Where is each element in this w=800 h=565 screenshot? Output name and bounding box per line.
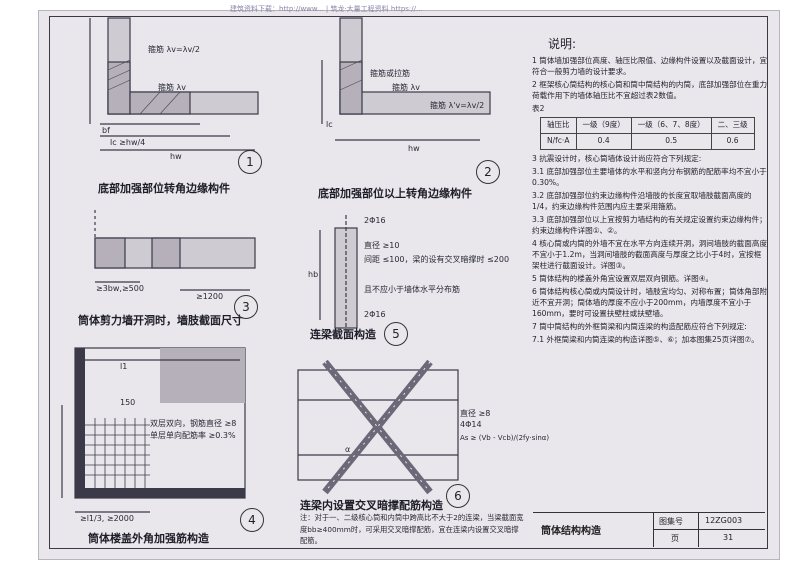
fig3-caption: 筒体剪力墙开洞时，墙肢截面尺寸 bbox=[78, 314, 243, 327]
note-item: 3 抗震设计时，核心筒墙体设计尚应符合下列规定: bbox=[532, 154, 702, 164]
fig2-number: 2 bbox=[476, 160, 500, 184]
fig2-label-stirrup: 箍筋 λv bbox=[392, 83, 421, 92]
fig4-label-l1b: ≥l1/3, ≥2000 bbox=[80, 514, 134, 523]
drawing-frame bbox=[49, 16, 768, 549]
fig2-caption: 底部加强部位以上转角边缘构件 bbox=[318, 187, 472, 200]
page-number: 31 bbox=[723, 533, 734, 542]
note-item: 3.1 底部加强部位主要墙体的水平和竖向分布钢筋的配筋率均不宜小于0.30%。 bbox=[532, 167, 767, 188]
fig5-number: 5 bbox=[384, 322, 408, 346]
fig6-label-c: As ≥ (Vb - Vcb)/(2fy·sinα) bbox=[460, 434, 550, 442]
fig4-label-l1: l1 bbox=[120, 362, 128, 371]
notes-title: 说明: bbox=[548, 37, 577, 51]
fig2-edge-zone bbox=[339, 61, 363, 115]
fig2-label-hw: hw bbox=[408, 144, 420, 153]
fig5-caption: 连梁截面构造 bbox=[310, 328, 376, 341]
note-item: 1 筒体墙加强部位高度、轴压比限值、边缘构件设置以及截面设计，宜符合一般剪力墙的… bbox=[532, 56, 768, 77]
note-table-label: 表2 bbox=[532, 104, 545, 114]
fig1-label-ag: 箍筋 λv=λv/2 bbox=[148, 45, 200, 54]
note-item: 7 筒中筒结构的外框筒梁和内筒连梁的构造配筋应符合下列规定: bbox=[532, 322, 747, 332]
fig1-edge-zone-h bbox=[129, 91, 191, 115]
fig4-number: 4 bbox=[240, 508, 264, 532]
note-item: 3.3 底部加强部位以上宜按剪力墙结构的有关规定设置约束边缘构件；约束边缘构件详… bbox=[532, 215, 767, 236]
fig2-label-ag: 箍筋 λ'v=λv/2 bbox=[430, 101, 485, 110]
notes-panel: 说明: 1 筒体墙加强部位高度、轴压比限值、边缘构件设置以及截面设计，宜符合一般… bbox=[532, 36, 768, 347]
fig6-label-alpha: α bbox=[345, 445, 351, 454]
table-header: 二、三级 bbox=[710, 117, 755, 135]
table-header: 轴压比 bbox=[540, 117, 577, 135]
fig6-beam bbox=[297, 369, 459, 481]
fig6-caption: 连梁内设置交叉暗撑配筋构造 bbox=[300, 499, 443, 512]
footnote: 注：对于一、二级核心筒和内筒中跨高比不大于2的连梁，当梁截面宽度bb≥400mm… bbox=[300, 513, 524, 546]
fig3-number: 3 bbox=[234, 295, 258, 319]
table-header: 一级（6、7、8度） bbox=[630, 117, 712, 135]
watermark-text: 建筑资料下载：http://www... | 筑龙·大量工程资料 https:/… bbox=[230, 5, 423, 13]
fig4-label-150: 150 bbox=[120, 398, 136, 407]
table-header: 一级（9度） bbox=[575, 117, 632, 135]
fig5-label-a: 2Φ16 bbox=[364, 216, 386, 225]
fig5-label-e: 2Φ16 bbox=[364, 310, 386, 319]
fig5-label-b: 直径 ≥10 bbox=[364, 241, 400, 250]
fig1-label-lc: lc ≥hw/4 bbox=[110, 138, 146, 147]
fig6-number: 6 bbox=[446, 484, 470, 508]
note-item: 4 核心筒或内筒的外墙不宜在水平方向连续开洞，洞间墙肢的截面高度不宜小于1.2m… bbox=[532, 239, 768, 271]
fig2-label-lc: lc bbox=[326, 120, 333, 129]
fig5-label-hb: hb bbox=[308, 270, 319, 279]
table-cell: 0.6 bbox=[710, 133, 755, 151]
table-cell: 0.5 bbox=[630, 133, 712, 151]
fig1-edge-zone bbox=[107, 61, 131, 115]
atlas-number: 12ZG003 bbox=[705, 516, 743, 525]
fig1-caption: 底部加强部位转角边缘构件 bbox=[98, 182, 230, 195]
table-cell: N/fc·A bbox=[540, 133, 577, 151]
fig4-note1: 双层双向，钢筋直径 ≥8 bbox=[150, 419, 237, 428]
note-item: 3.2 底部加强部位约束边缘构件沿墙肢的长度宜取墙肢截面高度的1/4，约束边缘构… bbox=[532, 191, 752, 212]
fig6-label-a: 直径 ≥8 bbox=[460, 409, 491, 418]
fig2-label-tie: 箍筋或拉筋 bbox=[370, 69, 410, 78]
fig1-label-bf: bf bbox=[102, 126, 110, 135]
axial-ratio-table: 轴压比 一级（9度） 一级（6、7、8度） 二、三级 N/fc·A 0.4 0.… bbox=[540, 117, 755, 151]
atlas-label: 图集号 bbox=[659, 517, 683, 526]
fig6-label-b: 4Φ14 bbox=[460, 420, 482, 429]
note-item: 5 筒体结构的楼盖外角宜设置双层双向钢筋。详图④。 bbox=[532, 274, 714, 284]
fig1-label-hw: hw bbox=[170, 152, 182, 161]
fig4-caption: 筒体楼盖外角加强筋构造 bbox=[88, 532, 209, 545]
fig1-number: 1 bbox=[238, 150, 262, 174]
fig1-label-stirrup: 箍筋 λv bbox=[158, 83, 187, 92]
table-cell: 0.4 bbox=[575, 133, 632, 151]
drawing-title: 筒体结构构造 bbox=[541, 526, 601, 537]
fig5-label-c: 间距 ≤100，梁的设有交叉暗撑时 ≤200 bbox=[364, 255, 510, 264]
page-label: 页 bbox=[671, 534, 679, 543]
fig3-label-b: ≥1200 bbox=[196, 292, 224, 301]
fig5-label-d: 且不应小于墙体水平分布筋 bbox=[364, 285, 460, 294]
title-block: 筒体结构构造 图集号 12ZG003 页 31 bbox=[533, 512, 765, 547]
fig4-note2: 单层单向配筋率 ≥0.3% bbox=[150, 431, 236, 440]
fig3-label-a: ≥3bw,≥500 bbox=[96, 284, 144, 293]
note-item: 6 筒体结构核心筒或内筒设计时，墙肢宜均匀、对称布置；筒体角部附近不宜开洞；筒体… bbox=[532, 287, 768, 319]
note-item: 2 框架核心筒结构的核心筒和筒中筒结构的内筒，底部加强部位在重力荷载作用下的墙体… bbox=[532, 80, 768, 101]
note-item: 7.1 外框筒梁和内筒连梁的构造详图⑤、⑥；加本图集25页详图⑦。 bbox=[532, 335, 759, 345]
